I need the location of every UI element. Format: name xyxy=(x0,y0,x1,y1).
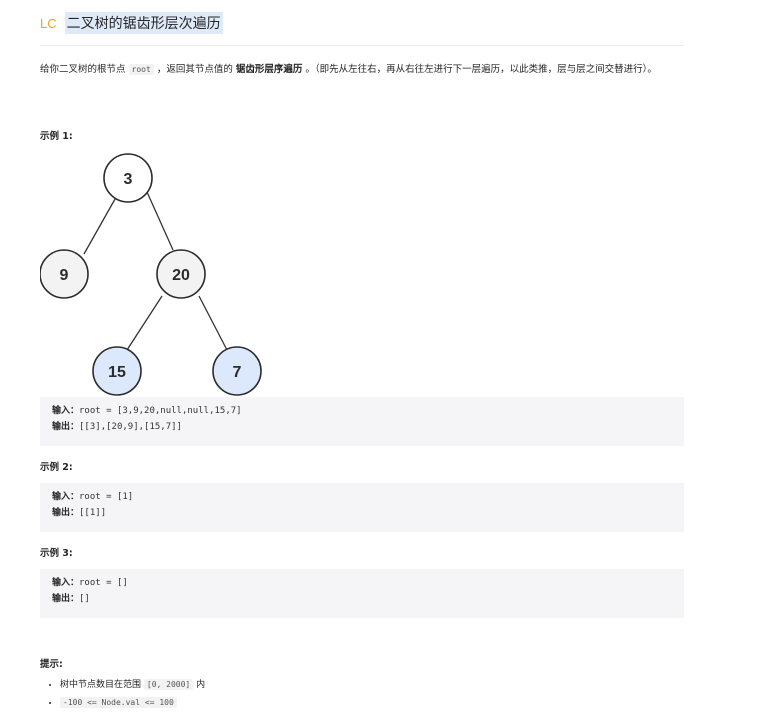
hint-item: -100 <= Node.val <= 100 xyxy=(60,694,205,712)
edge-3-20 xyxy=(146,191,174,251)
input-value: root = [3,9,20,null,null,15,7] xyxy=(79,406,242,416)
example-1-code-block: 输入：root = [3,9,20,null,null,15,7] 输出：[[3… xyxy=(40,397,684,446)
description-text-2: ，返回其节点值的 xyxy=(153,64,236,75)
edge-20-15 xyxy=(126,295,163,351)
tree-node-label: 3 xyxy=(124,171,133,188)
tree-node-circle xyxy=(92,346,142,396)
hint-item: 树中节点数目在范围 [0, 2000] 内 xyxy=(60,676,205,694)
binary-tree-diagram: 3 9 20 15 7 xyxy=(40,153,262,396)
problem-title: 二叉树的锯齿形层次遍历 xyxy=(64,12,223,34)
example-3-heading: 示例 3: xyxy=(40,548,73,559)
tree-node-circle xyxy=(212,346,262,396)
example-3-code-block: 输入：root = [] 输出：[] xyxy=(40,569,684,618)
hint-code: -100 <= Node.val <= 100 xyxy=(60,697,177,708)
tree-node-circle xyxy=(103,153,153,203)
title-row: LC 二叉树的锯齿形层次遍历 xyxy=(40,11,223,35)
description-bold: 锯齿形层序遍历 xyxy=(235,64,303,75)
output-value: [] xyxy=(79,594,90,604)
description-text-1: 给你二叉树的根节点 xyxy=(40,64,129,75)
tree-node-label: 9 xyxy=(60,267,69,284)
input-value: root = [1] xyxy=(79,492,134,502)
problem-description: 给你二叉树的根节点 root ，返回其节点值的 锯齿形层序遍历 。（即先从左往右… xyxy=(40,62,684,77)
tree-node-circle xyxy=(156,249,206,299)
input-label: 输入： xyxy=(52,406,80,416)
output-label: 输出： xyxy=(52,594,80,604)
output-label: 输出： xyxy=(52,422,80,432)
description-code: root xyxy=(128,64,154,75)
example-1-heading: 示例 1: xyxy=(40,131,73,142)
output-label: 输出： xyxy=(52,508,80,518)
output-value: [[3],[20,9],[15,7]] xyxy=(79,422,182,432)
example-2-code-block: 输入：root = [1] 输出：[[1]] xyxy=(40,483,684,532)
input-label: 输入： xyxy=(52,578,80,588)
hint-text: 树中节点数目在范围 xyxy=(60,680,144,690)
description-text-3: 。（即先从左往右，再从右往左进行下一层遍历，以此类推，层与层之间交替进行）。 xyxy=(302,64,657,75)
tree-node-label: 7 xyxy=(233,364,242,381)
edge-3-9 xyxy=(83,191,120,255)
tree-node-circle xyxy=(40,249,89,299)
example-2-heading: 示例 2: xyxy=(40,462,73,473)
hint-text: 内 xyxy=(193,680,206,690)
divider xyxy=(40,45,684,46)
hint-code: [0, 2000] xyxy=(143,679,194,690)
lc-logo: LC xyxy=(40,15,57,31)
input-label: 输入： xyxy=(52,492,80,502)
hints-heading: 提示: xyxy=(40,659,63,670)
input-value: root = [] xyxy=(79,578,128,588)
hints-list: 树中节点数目在范围 [0, 2000] 内 -100 <= Node.val <… xyxy=(40,676,205,712)
tree-node-label: 20 xyxy=(172,267,190,284)
tree-node-label: 15 xyxy=(108,364,126,381)
output-value: [[1]] xyxy=(79,508,107,518)
edge-20-7 xyxy=(198,295,228,351)
